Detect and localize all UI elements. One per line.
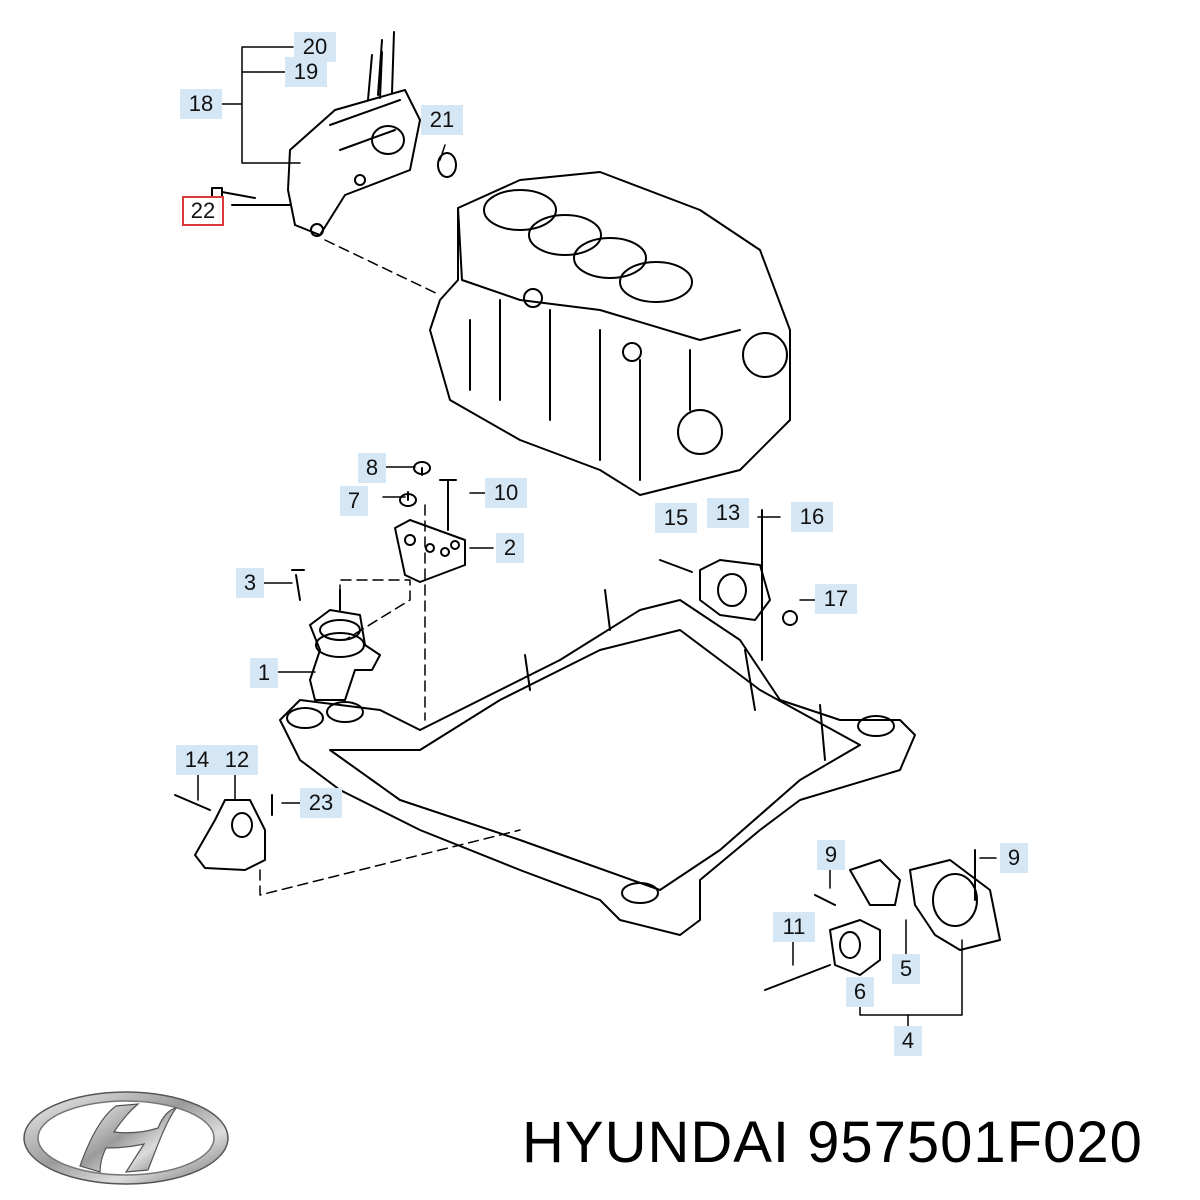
callout-17: 17 (815, 584, 857, 614)
callout-9-right: 9 (1000, 843, 1028, 873)
callout-23: 23 (300, 788, 342, 818)
callout-11: 11 (773, 912, 815, 942)
mount-12 (174, 794, 273, 871)
callout-10: 10 (485, 478, 527, 508)
callout-1: 1 (250, 658, 278, 688)
callout-8: 8 (358, 453, 386, 483)
upper-mount-bracket (211, 31, 457, 237)
callout-18: 18 (180, 89, 222, 119)
callout-5: 5 (892, 954, 920, 984)
callout-22-highlighted[interactable]: 22 (182, 196, 224, 226)
part-number-caption: HYUNDAI 957501F020 (522, 1110, 1143, 1175)
callout-15: 15 (655, 503, 697, 533)
dashed-leader-lines (259, 239, 521, 896)
callout-14: 14 (176, 745, 218, 775)
engine-mount-assembly (291, 461, 466, 701)
engine-block (429, 171, 791, 496)
mount-assembly-4 (764, 849, 1001, 991)
hyundai-logo-icon (23, 1091, 229, 1185)
callout-3: 3 (236, 568, 264, 598)
callout-2: 2 (496, 533, 524, 563)
rear-mount-13 (659, 509, 798, 661)
callout-9-left: 9 (817, 840, 845, 870)
callout-13: 13 (707, 498, 749, 528)
callout-12: 12 (216, 745, 258, 775)
callout-19: 19 (285, 57, 327, 87)
front-subframe (279, 589, 916, 936)
callout-6: 6 (846, 977, 874, 1007)
callout-21: 21 (421, 105, 463, 135)
callout-4: 4 (894, 1026, 922, 1056)
callout-16: 16 (791, 502, 833, 532)
callout-7: 7 (340, 486, 368, 516)
